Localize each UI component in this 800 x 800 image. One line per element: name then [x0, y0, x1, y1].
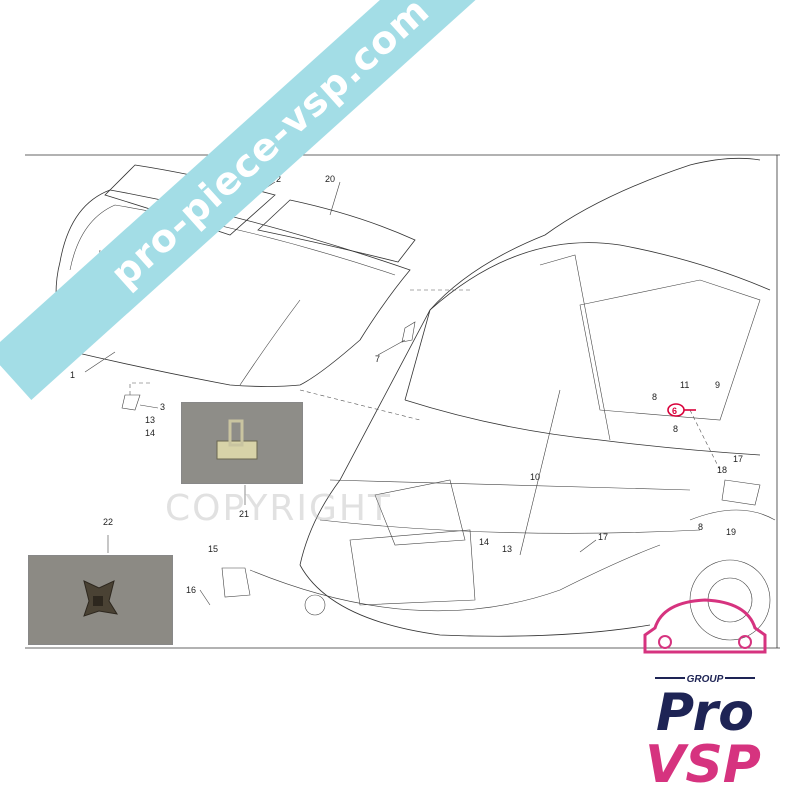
callout-label: 8 — [698, 522, 703, 532]
callout-label: 22 — [103, 517, 113, 527]
photo-clip-22 — [28, 555, 173, 645]
callout-label: 13 — [502, 544, 512, 554]
callout-label: 19 — [726, 527, 736, 537]
headlight-icon — [658, 635, 672, 649]
assembly-line — [299, 389, 421, 421]
headlight-icon — [738, 635, 752, 649]
callout-label: 6 — [672, 406, 677, 416]
logo-pro-text: Pro — [656, 683, 754, 743]
callout-label: 15 — [208, 544, 218, 554]
latch-part-18 — [721, 479, 761, 506]
callout-label: 17 — [733, 454, 743, 464]
callout-label: 16 — [186, 585, 196, 595]
car-body — [249, 157, 776, 641]
clip-part-7 — [401, 321, 416, 343]
callout-label: 8 — [652, 392, 657, 402]
callout-label: 20 — [325, 174, 335, 184]
callout-label: 3 — [160, 402, 165, 412]
bracket-part-3 — [121, 394, 141, 411]
bonnet-insulation — [257, 199, 416, 263]
callout-label: 10 — [530, 472, 540, 482]
callout-label: 11 — [680, 380, 689, 390]
callout-label: 21 — [239, 509, 249, 519]
callout-label: 14 — [145, 428, 155, 438]
assembly-line — [129, 382, 150, 395]
callout-label: 17 — [598, 532, 608, 542]
callout-label: 2 — [276, 174, 281, 184]
car-outline-icon — [643, 598, 767, 654]
logo-group-text: GROUP — [687, 674, 724, 685]
photo-clip-21 — [181, 402, 303, 484]
copyright-watermark: COPYRIGHT — [165, 488, 392, 529]
provsp-logo: GROUP Pro VSP — [643, 598, 767, 790]
hinge-part-15 — [221, 567, 251, 598]
callout-label: 14 — [479, 537, 489, 547]
callout-label: 9 — [715, 380, 720, 390]
callout-label: 1 — [70, 370, 75, 380]
callout-label: 8 — [673, 424, 678, 434]
callout-label: 18 — [717, 465, 727, 475]
callout-label: 13 — [145, 415, 155, 425]
logo-vsp-text: VSP — [645, 735, 761, 790]
callout-label: 7 — [375, 354, 380, 364]
